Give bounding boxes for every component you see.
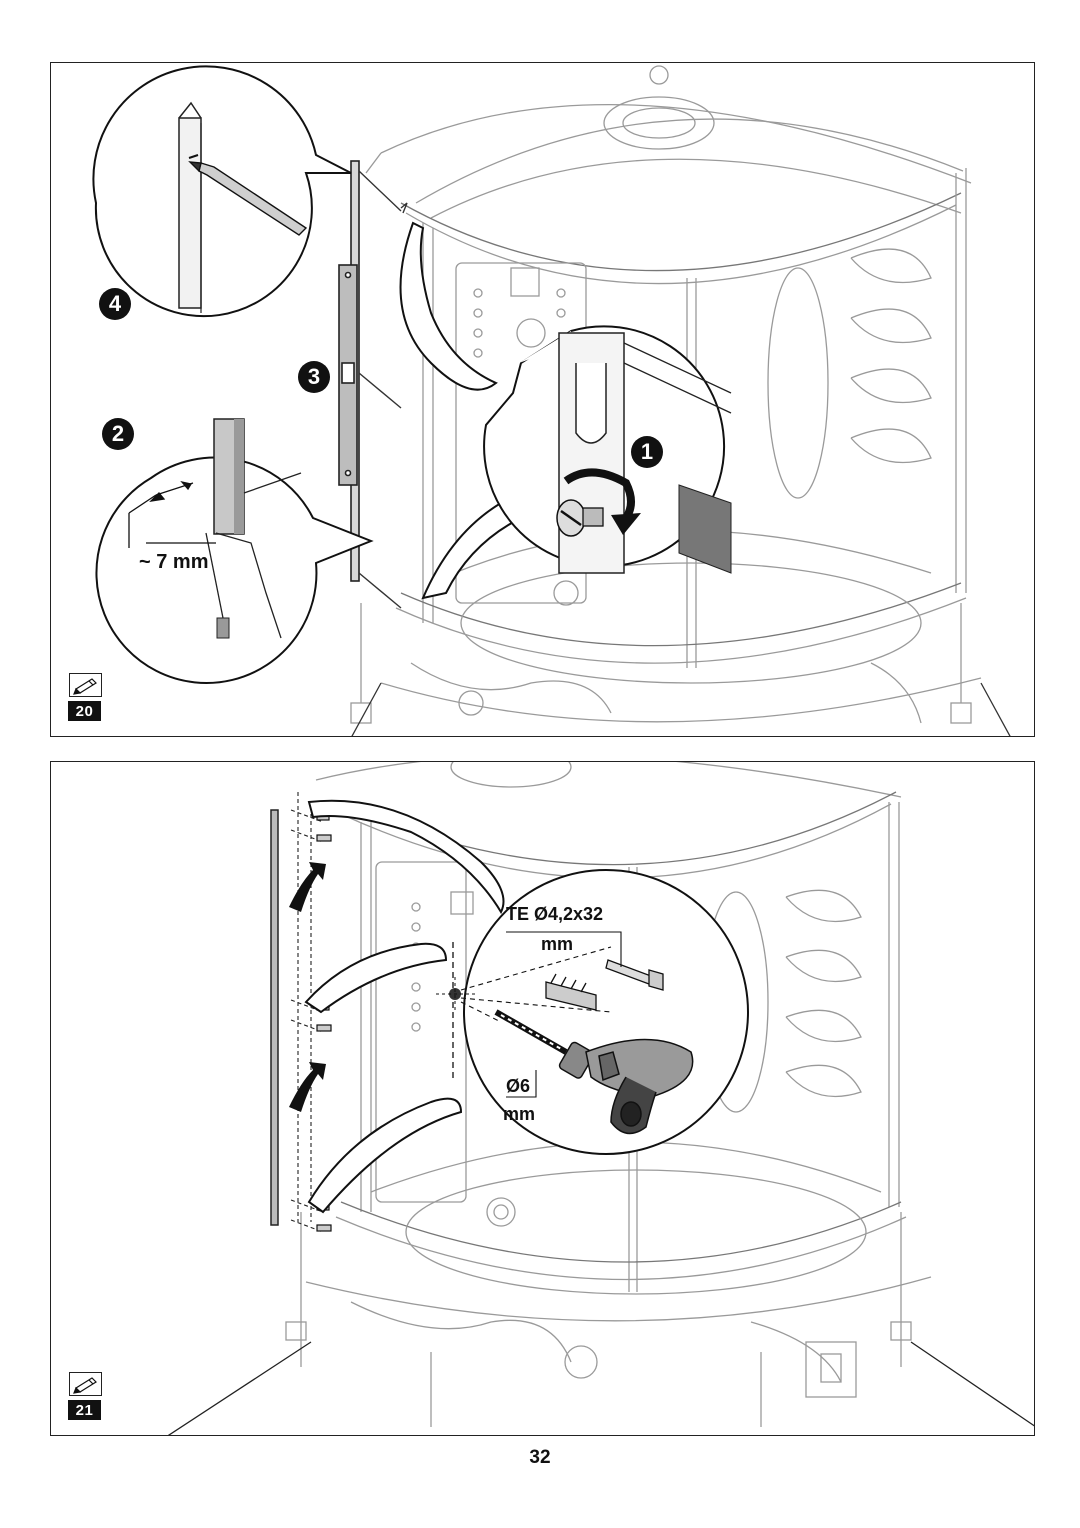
figure-20-illustration — [92, 65, 1011, 736]
drill-unit-label: mm — [503, 1104, 536, 1124]
figure-20-panel: 1 2 3 4 ~ 7 mm 20 — [50, 62, 1035, 737]
figure-21-panel: TE Ø4,2x32 mm Ø6 mm 21 — [50, 761, 1035, 1436]
measurement-label: ~ 7 mm — [139, 551, 209, 573]
pencil-icon — [69, 1372, 102, 1396]
step-3-label: 3 — [307, 364, 321, 389]
figure-number-badge: 21 — [68, 1400, 101, 1420]
pencil-icon — [69, 673, 102, 697]
step-4-label: 4 — [108, 291, 122, 316]
figure-number-badge: 20 — [68, 701, 101, 721]
drill-spec-label: Ø6 — [506, 1076, 531, 1096]
step-1-badge: 1 — [631, 436, 663, 468]
step-4-badge: 4 — [99, 288, 131, 320]
step-2-badge: 2 — [102, 418, 134, 450]
step-1-label: 1 — [640, 439, 654, 464]
step-2-label: 2 — [111, 421, 125, 446]
page-number: 32 — [529, 1447, 551, 1468]
screw-spec-label: TE Ø4,2x32 — [506, 904, 604, 924]
screw-unit-label: mm — [541, 934, 574, 954]
figure-21-illustration — [167, 762, 1034, 1435]
step-3-badge: 3 — [298, 361, 330, 393]
